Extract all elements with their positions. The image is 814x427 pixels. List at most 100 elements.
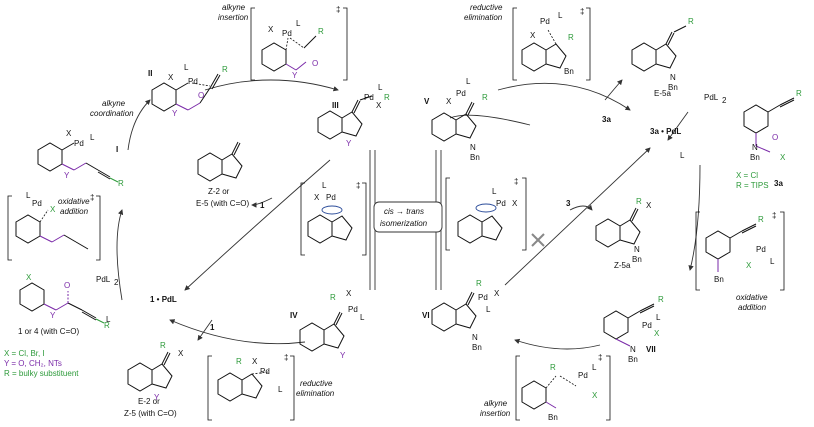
atom-x-v: X <box>446 97 452 106</box>
product-e2-or: E-2 or <box>138 397 160 406</box>
arrow-vii-to-vi <box>514 338 601 350</box>
sub3a-benzene <box>743 104 769 134</box>
pdl2-left-sub: 2 <box>114 278 119 287</box>
label-vii: VII <box>646 345 656 354</box>
atom-x-iv: X <box>346 289 352 298</box>
int-ii-benzene <box>151 82 177 112</box>
atom-y-e2: Y <box>154 393 160 402</box>
arrow-iv-to-pd <box>169 319 306 345</box>
atom-pd-ts-right: Pd <box>756 245 766 254</box>
reagent-1-or-4: 1 or 4 (with C=O) <box>18 327 79 336</box>
arrow-3a-to-vii <box>688 164 701 271</box>
product-e5-with-co: E-5 (with C=O) <box>196 199 249 208</box>
isomerization-label-2: isomerization <box>380 219 428 228</box>
atom-r-ts-bottom-right: R <box>550 363 556 372</box>
atom-l-ts1: L <box>296 19 301 28</box>
atom-pd-ts-mid: Pd <box>326 193 336 202</box>
legend-right-x: X = Cl <box>736 171 758 180</box>
atom-r-vii: R <box>658 295 664 304</box>
atom-l-ts-mid: L <box>322 181 327 190</box>
atom-o-3a: O <box>772 133 778 142</box>
atom-r-e5a: R <box>688 17 694 26</box>
atom-x-ts-mid: X <box>314 193 320 202</box>
atom-pd-ts-top-right: Pd <box>540 17 550 26</box>
product-z5a: Z-5a <box>614 261 631 270</box>
ddagger-ts-bottom: ‡ <box>284 353 288 362</box>
z5a-benzene <box>595 218 621 248</box>
atom-pd-ts1: Pd <box>282 29 292 38</box>
arrow-ii-to-iii <box>204 79 339 92</box>
pdl2-right-sub: 2 <box>722 96 727 105</box>
atom-bn-v: Bn <box>470 153 480 162</box>
atom-pd-ii: Pd <box>188 77 198 86</box>
atom-x-vii: X <box>654 329 660 338</box>
step-reductive-elimination-top-1: reductive <box>470 3 503 12</box>
int-iv-benzene <box>299 322 325 352</box>
ddagger-ts-mid: ‡ <box>356 181 360 190</box>
atom-pd-iv: Pd <box>348 305 358 314</box>
atom-pd-ts-left: Pd <box>32 199 42 208</box>
label-ii: II <box>148 69 152 78</box>
ts-brackets <box>7 7 785 421</box>
atom-x-ts-bottom-right: X <box>592 391 598 400</box>
step-oxidative-addition-right-2: addition <box>738 303 767 312</box>
atom-o-ii: O <box>198 91 204 100</box>
atom-y-iii: Y <box>346 139 352 148</box>
atom-bn-vii: Bn <box>628 355 638 364</box>
atom-bn-z5a: Bn <box>632 255 642 264</box>
label-i: I <box>116 145 118 154</box>
atom-y-i: Y <box>64 171 70 180</box>
atom-l-ts-right-mid: L <box>492 187 497 196</box>
atom-bn-ts-top-right: Bn <box>564 67 574 76</box>
step-oxidative-addition-left-1: oxidative <box>58 197 90 206</box>
z2-benzene <box>197 152 223 182</box>
atom-r-ts-bottom: R <box>236 357 242 366</box>
ligand-left: L <box>106 315 111 324</box>
atom-y-ts1: Y <box>292 71 298 80</box>
arrow-vi-to-3a <box>504 147 651 286</box>
atom-x-ts-right-mid: X <box>512 199 518 208</box>
atom-l-i: L <box>90 133 95 142</box>
ligand-right: L <box>680 151 685 160</box>
step-alkyne-insertion-bottom-2: insertion <box>480 409 511 418</box>
atom-r-ts1: R <box>318 27 324 36</box>
catalyst-3a-pdl: 3a • PdL <box>650 127 681 136</box>
atom-x-ts-bottom: X <box>252 357 258 366</box>
right-cycle-arrows <box>449 79 701 350</box>
ddagger-ts1: ‡ <box>336 5 340 14</box>
atom-r-v: R <box>482 93 488 102</box>
step-reductive-elimination-bottom-2: elimination <box>296 389 335 398</box>
atom-n-3a: N <box>752 143 758 152</box>
structure-sketches <box>15 25 795 410</box>
atom-bn-3a: Bn <box>750 153 760 162</box>
int-vi-benzene <box>431 302 457 332</box>
int-vii-benzene <box>603 310 629 340</box>
legend-left-x: X = Cl, Br, I <box>4 349 45 358</box>
atom-n-v: N <box>470 143 476 152</box>
atom-bn-vi: Bn <box>472 343 482 352</box>
atom-n-z5a: N <box>634 245 640 254</box>
atom-x-substrate: X <box>26 273 32 282</box>
legend-left-r: R = bulky substituent <box>4 369 79 378</box>
reagent-3a-top: 3a <box>602 115 611 124</box>
arrow-i-to-ii <box>127 99 151 151</box>
atom-x-3a: X <box>780 153 786 162</box>
atom-r-ts-right: R <box>758 215 764 224</box>
atom-y-iv: Y <box>340 351 346 360</box>
atom-r-i: R <box>118 179 124 188</box>
atom-x-i: X <box>66 129 72 138</box>
arrow-iii-to-v <box>449 114 531 126</box>
atom-r-ii: R <box>222 65 228 74</box>
atom-r-iv: R <box>330 293 336 302</box>
arrow-release-z2 <box>251 197 273 208</box>
step-alkyne-coordination-1: alkyne <box>102 99 126 108</box>
atom-x-vi: X <box>494 289 500 298</box>
step-oxidative-addition-left-2: addition <box>60 207 89 216</box>
atom-pd-ts-bottom: Pd <box>260 367 270 376</box>
atom-pd-vii: Pd <box>642 321 652 330</box>
step-oxidative-addition-right-1: oxidative <box>736 293 768 302</box>
atom-l-ts-top-right: L <box>558 11 563 20</box>
ddagger-ts-top-right: ‡ <box>580 7 584 16</box>
atom-l-vii: L <box>656 313 661 322</box>
label-iv: IV <box>290 311 298 320</box>
